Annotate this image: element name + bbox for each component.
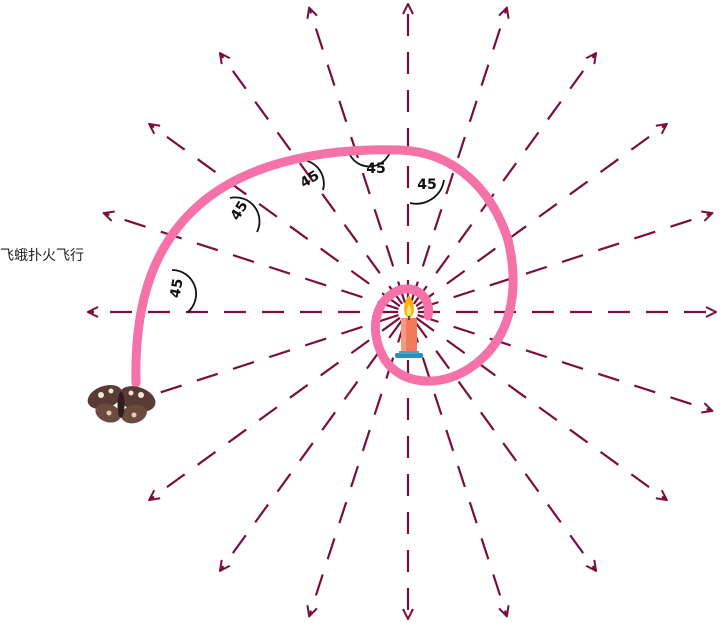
light-ray-arrow bbox=[410, 8, 507, 303]
light-ray-arrow bbox=[410, 321, 507, 617]
light-ray-arrow bbox=[149, 316, 401, 500]
light-ray-arrow bbox=[417, 314, 713, 411]
angle-label: 45 bbox=[297, 168, 322, 192]
light-ray-arrow bbox=[415, 316, 667, 500]
angle-label: 45 bbox=[366, 161, 385, 177]
moth-icon bbox=[87, 384, 156, 424]
diagram-caption: 飞蛾扑火飞行 bbox=[0, 248, 84, 264]
light-ray-arrow bbox=[415, 124, 667, 308]
light-ray-arrow bbox=[220, 319, 404, 571]
angle-label: 45 bbox=[167, 277, 186, 299]
angle-label: 45 bbox=[417, 177, 436, 193]
angle-labels: 45 45 45 45 45 bbox=[167, 161, 436, 299]
angle-label: 45 bbox=[228, 198, 252, 223]
angle-arc bbox=[349, 151, 391, 168]
candle-icon bbox=[395, 295, 423, 358]
light-ray-arrow bbox=[412, 53, 596, 305]
angle-arc bbox=[409, 179, 445, 205]
angle-arc bbox=[171, 269, 198, 313]
light-ray-arrow bbox=[412, 319, 596, 571]
angle-arc bbox=[229, 196, 261, 233]
light-ray-arrow bbox=[220, 53, 404, 305]
light-ray-arrow bbox=[104, 314, 399, 411]
light-ray-arrow bbox=[104, 213, 399, 310]
spiral-flight-path bbox=[131, 145, 518, 388]
light-ray-arrow bbox=[417, 213, 713, 310]
light-ray-arrow bbox=[149, 124, 401, 308]
light-rays bbox=[88, 4, 716, 619]
